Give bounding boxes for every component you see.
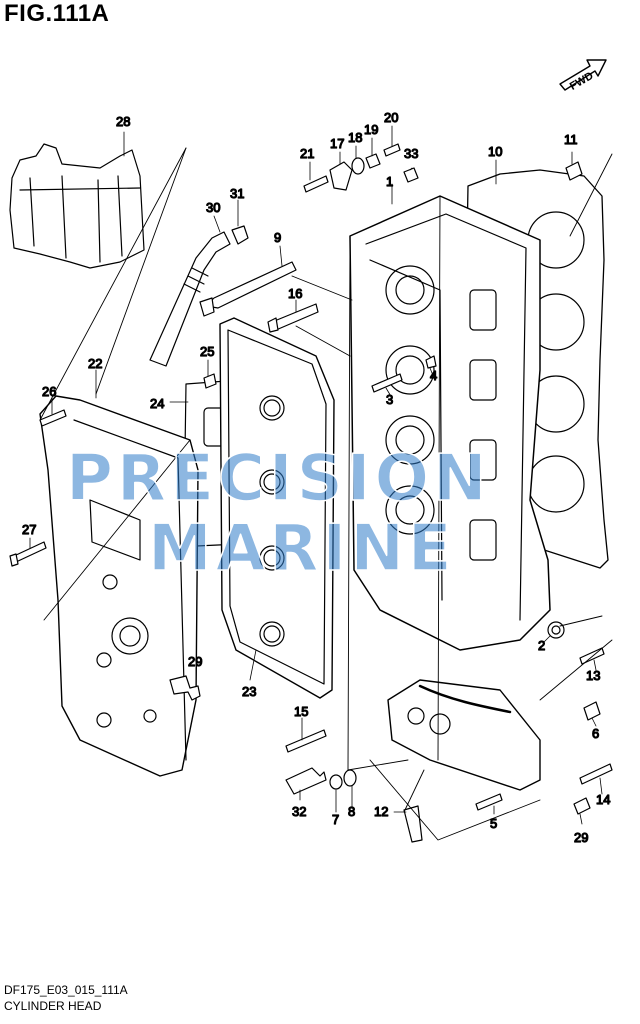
callout-8: 8	[348, 804, 355, 819]
part-22-head-cover	[39, 395, 199, 777]
watermark-line-1: PRECISION	[66, 442, 491, 516]
callout-3: 3	[386, 392, 393, 407]
part-23-gasket	[219, 317, 335, 699]
callout-23: 23	[242, 684, 256, 699]
callout-25: 25	[200, 344, 214, 359]
part-2-seal	[547, 621, 565, 639]
callout-2: 2	[538, 638, 545, 653]
callout-13: 13	[586, 668, 600, 683]
part-8-oring	[343, 769, 357, 787]
callout-32: 32	[292, 804, 306, 819]
forward-arrow-icon: FWD	[559, 59, 607, 93]
callout-28: 28	[116, 114, 130, 129]
part-17-bracket	[329, 161, 353, 191]
callout-27: 27	[22, 522, 36, 537]
callout-30: 30	[206, 200, 220, 215]
lower-housing	[387, 679, 541, 791]
part-19-collar	[365, 153, 381, 169]
watermark: PRECISION MARINE	[65, 441, 491, 587]
assembly-guide-lines	[39, 147, 613, 841]
watermark-line-2: MARINE	[148, 512, 456, 586]
part-21-bolt	[303, 175, 329, 193]
part-3-bolt	[371, 373, 403, 393]
callout-6: 6	[592, 726, 599, 741]
callout-18: 18	[348, 130, 362, 145]
figure-code: DF175_E03_015_111A	[4, 983, 128, 997]
callout-7: 7	[332, 812, 339, 827]
callout-31: 31	[230, 186, 244, 201]
callout-15: 15	[294, 704, 308, 719]
callout-24: 24	[150, 396, 164, 411]
part-26-bolt	[39, 409, 67, 427]
part-14-bolt	[579, 763, 613, 785]
part-16-bolt	[267, 303, 319, 333]
part-28-cover	[9, 143, 145, 269]
callout-labels: 1 2 3 4 5 6 7 8 9 10 11 12 13 14 15 16 1…	[21, 109, 611, 845]
part-9-bolt	[199, 261, 297, 317]
part-5-bolt	[475, 793, 503, 811]
callout-19: 19	[364, 122, 378, 137]
callout-20: 20	[384, 110, 398, 125]
callout-22: 22	[88, 356, 102, 371]
part-25-bolt	[203, 373, 217, 389]
part-31-clip	[231, 225, 249, 245]
part-29-cap-right	[573, 797, 591, 815]
callout-17: 17	[330, 136, 344, 151]
part-33-dowel	[403, 167, 419, 183]
callout-1: 1	[386, 174, 393, 189]
part-13-bolt	[579, 647, 605, 665]
callout-4: 4	[430, 368, 437, 383]
part-12-bolt	[403, 805, 423, 843]
callout-9: 9	[274, 230, 281, 245]
callout-10: 10	[488, 144, 502, 159]
forward-arrow-label: FWD	[568, 70, 596, 93]
callout-leaders	[29, 125, 603, 825]
callout-14: 14	[596, 792, 610, 807]
callout-12: 12	[374, 804, 388, 819]
part-11-dowel	[565, 161, 583, 181]
part-4-pin	[425, 355, 437, 369]
callout-33: 33	[404, 146, 418, 161]
callout-16: 16	[288, 286, 302, 301]
part-6-plug	[583, 701, 601, 721]
part-29-cap-left	[169, 675, 201, 701]
callout-26: 26	[42, 384, 56, 399]
callout-11: 11	[564, 132, 578, 147]
part-32-sensor	[285, 767, 327, 795]
part-27-bolt	[9, 541, 47, 567]
part-1-cylinder-head	[349, 195, 551, 651]
callout-29-left: 29	[188, 654, 202, 669]
figure-name: CYLINDER HEAD	[4, 999, 102, 1013]
part-7-washer	[329, 774, 343, 790]
callout-5: 5	[490, 816, 497, 831]
figure-title: FIG.111A	[4, 0, 110, 27]
callout-21: 21	[300, 146, 314, 161]
part-20-bolt	[383, 143, 401, 157]
callout-29-right: 29	[574, 830, 588, 845]
part-30-hose	[149, 231, 231, 367]
part-18-oring	[351, 157, 365, 175]
part-15-bolt	[285, 729, 327, 753]
figure-footer: DF175_E03_015_111A CYLINDER HEAD	[4, 982, 128, 1014]
